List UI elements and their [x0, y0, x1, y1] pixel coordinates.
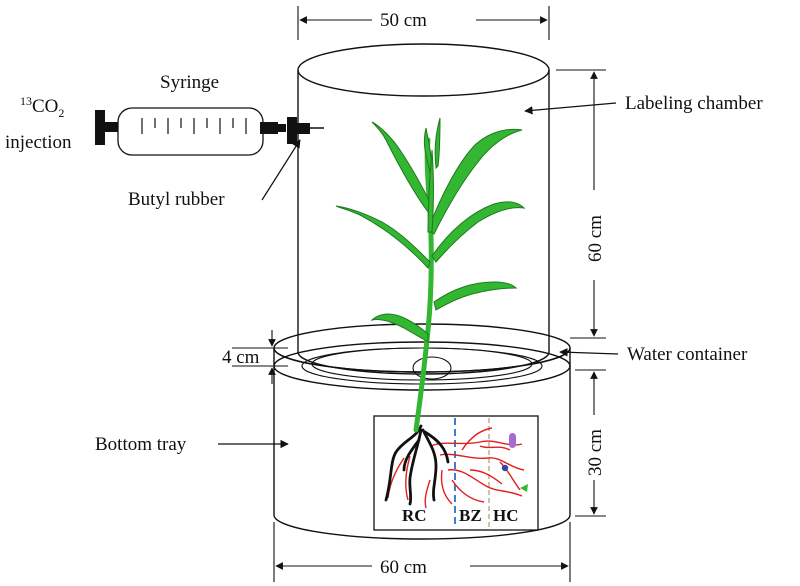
leaf — [427, 149, 434, 233]
dimension-rim-height — [232, 330, 288, 384]
syringe — [95, 107, 324, 156]
labeling-chamber-label: Labeling chamber — [625, 93, 763, 114]
butyl-rubber-label: Butyl rubber — [128, 189, 225, 210]
dimension-top-width — [297, 6, 550, 40]
injection-label: injection — [5, 132, 72, 153]
dimension-bottom-width — [273, 522, 571, 582]
labeling-chamber-arrow — [524, 102, 617, 115]
co2-label: 13CO2 — [20, 94, 64, 120]
leaf — [335, 205, 431, 269]
tray-height-label: 30 cm — [585, 429, 606, 476]
co2-subscript: 2 — [58, 106, 64, 120]
dimension-tray-height — [575, 369, 606, 517]
dimension-chamber-height — [556, 69, 606, 339]
water-container-label: Water container — [627, 344, 748, 365]
zone-bz-label: BZ — [459, 506, 482, 525]
syringe-label: Syringe — [160, 72, 219, 93]
co2-main: CO — [32, 96, 58, 117]
zone-rc-label: RC — [402, 506, 427, 525]
leaf — [431, 201, 526, 263]
co2-superscript: 13 — [20, 94, 32, 108]
butyl-rubber-arrow — [261, 139, 301, 201]
bottom-tray-label: Bottom tray — [95, 434, 187, 455]
green-particle — [520, 484, 528, 492]
purple-particle — [509, 433, 516, 448]
bottom-width-label: 60 cm — [380, 557, 427, 578]
blue-particle — [501, 464, 509, 472]
rhizobox: RC BZ HC — [373, 415, 539, 531]
rim-height-label: 4 cm — [222, 347, 260, 368]
water-container-arrow — [559, 348, 619, 357]
plant-stem — [413, 137, 434, 433]
leaf — [434, 117, 441, 170]
chamber-height-label: 60 cm — [585, 215, 606, 262]
leaf — [371, 121, 433, 213]
leaf — [370, 313, 429, 343]
black-roots — [384, 424, 450, 506]
top-width-label: 50 cm — [380, 10, 427, 31]
leaf — [427, 128, 523, 235]
zone-hc-label: HC — [493, 506, 519, 525]
maize-plant — [335, 117, 526, 433]
leaf — [433, 281, 518, 311]
